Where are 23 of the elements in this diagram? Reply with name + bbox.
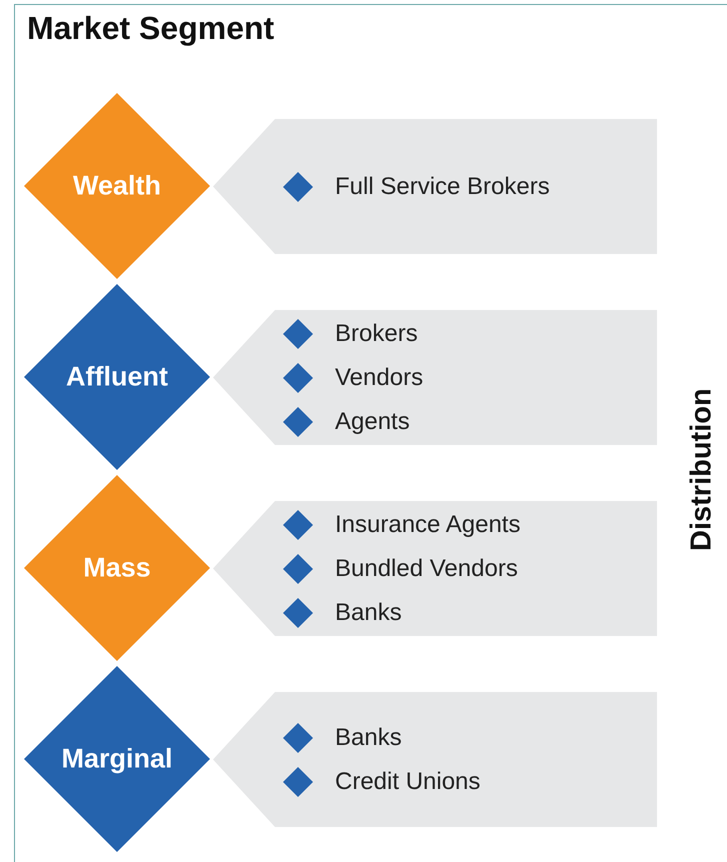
segment-diamond [24, 93, 210, 279]
list-item: Full Service Brokers [335, 172, 550, 200]
list-item: Credit Unions [335, 768, 480, 796]
list-item: Insurance Agents [335, 510, 520, 538]
channel-panel [213, 692, 657, 827]
list-item: Banks [335, 724, 402, 752]
list-item: Banks [335, 598, 402, 626]
list-item: Bundled Vendors [335, 554, 518, 582]
segment-name: Mass [82, 552, 152, 584]
segment-name: Affluent [65, 362, 169, 392]
list-item: Agents [335, 408, 410, 436]
segment-diamond [24, 666, 210, 852]
list-item: Vendors [335, 364, 424, 392]
segment-diamond [24, 284, 210, 470]
list-item: Brokers [335, 320, 418, 348]
axis-label: Distribution [684, 388, 718, 554]
title: Market Segment [27, 10, 274, 47]
channel-panel [213, 310, 657, 445]
segment-diamond [24, 475, 210, 661]
segment-name: Wealth [72, 170, 162, 202]
channel-panel [213, 501, 657, 636]
segment-name: Marginal [60, 744, 174, 774]
channel-panel [213, 119, 657, 254]
